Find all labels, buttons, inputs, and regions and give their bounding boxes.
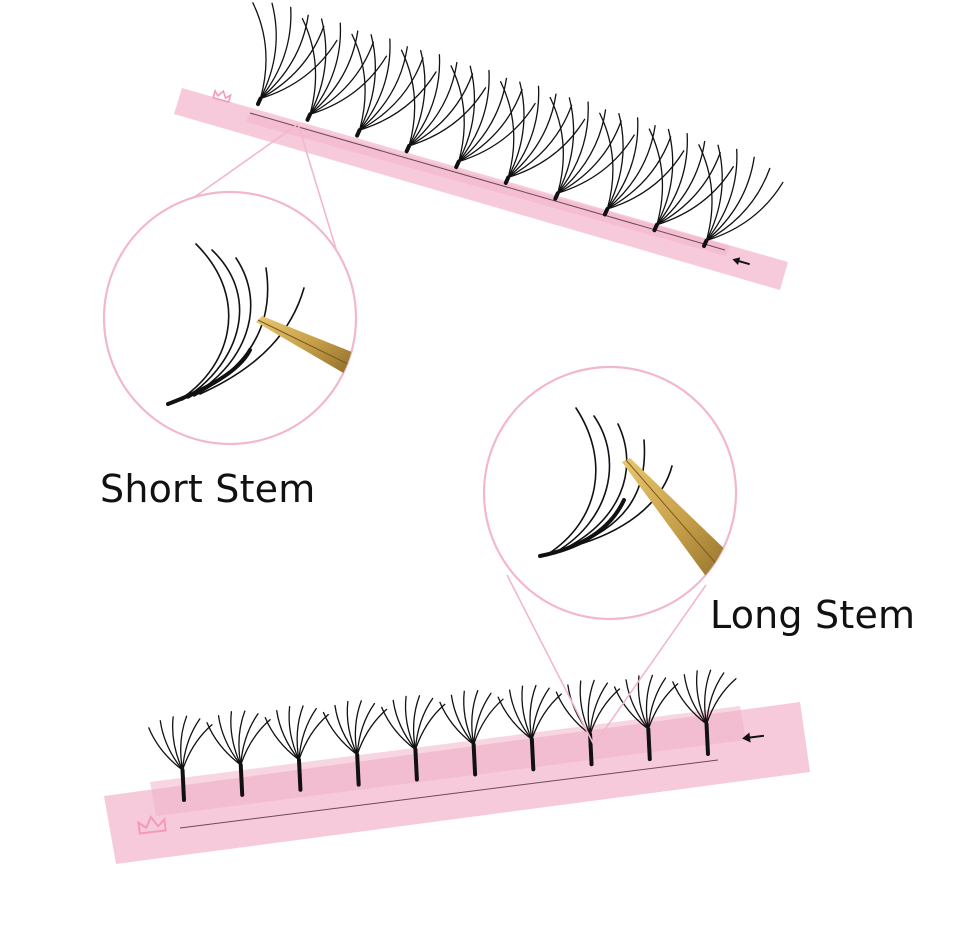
lash-fan [549,96,635,201]
lash-fan [450,65,536,170]
short-stem-label: Short Stem [100,467,316,511]
long-stem-strip [104,669,810,864]
short-stem-strip [174,2,788,290]
tweezer [256,316,353,378]
crown-logo [137,815,167,835]
lash-fan [400,49,487,154]
strip-baseline [179,759,719,829]
long-stem-callout [482,365,738,621]
long-stem-label: Long Stem [710,593,916,637]
lash-fan [599,112,685,217]
lash-fan [439,689,504,777]
left-arrow-icon [732,257,750,266]
lash-fan [497,684,562,772]
lash-fan [499,81,586,185]
long-stem-fan [538,407,673,558]
lash-fan [698,144,784,248]
strip-band [246,112,730,256]
crown-logo [212,88,232,104]
lash-fan [301,17,388,122]
lash-fans [148,669,737,802]
lash-fan [672,669,737,756]
left-arrow-icon [742,732,765,743]
lash-fan [351,33,437,138]
short-stem-fan [166,243,305,406]
lash-fan [322,700,388,787]
short-stem-callout [102,190,358,446]
lash-fan [252,2,338,106]
lash-fan [148,715,213,802]
tweezer [622,458,736,590]
lash-fans [252,2,784,248]
strip-baseline [249,112,726,251]
lash-fan [648,128,734,233]
